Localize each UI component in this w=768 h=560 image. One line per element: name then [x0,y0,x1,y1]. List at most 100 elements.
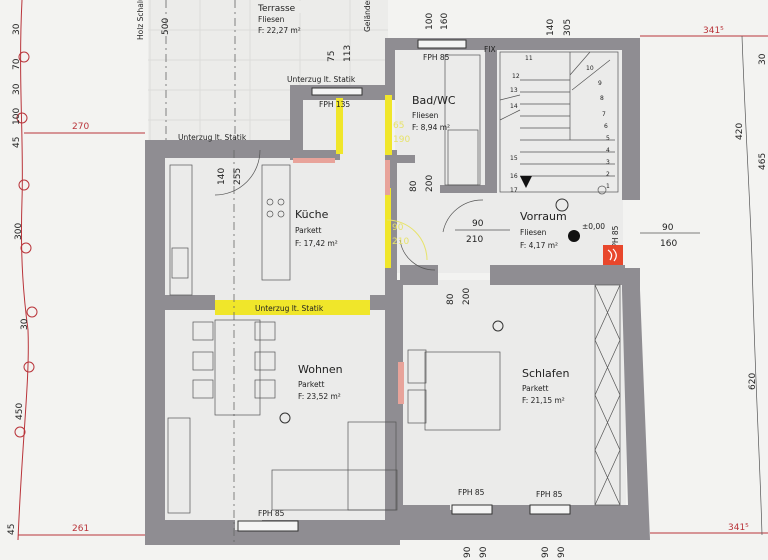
svg-text:13: 13 [510,87,518,94]
svg-text:6: 6 [604,123,608,130]
dim-right-upper: 420 [735,123,745,140]
railing-label: Geländer [363,0,372,32]
beam-bar [215,300,370,315]
svg-text:Fliesen: Fliesen [412,111,439,120]
svg-text:100: 100 [425,13,435,30]
room-living: Wohnen Parkett F: 23,52 m² [298,363,343,401]
svg-text:1: 1 [606,183,610,190]
windows [237,39,571,532]
ceiling-light-icons [279,198,569,424]
svg-text:17: 17 [510,187,518,194]
svg-text:90: 90 [541,546,551,558]
svg-text:80: 80 [409,180,419,192]
svg-text:255: 255 [233,168,243,185]
svg-text:90: 90 [479,546,489,558]
svg-text:140: 140 [546,19,556,36]
fire-extinguisher-icon [603,245,623,265]
svg-text:65: 65 [393,121,404,131]
svg-text:300: 300 [14,223,24,240]
room-hall: Vorraum Fliesen F: 4,17 m² [520,210,567,250]
svg-text:45: 45 [12,137,22,148]
svg-text:12: 12 [512,73,520,80]
svg-text:Bad/WC: Bad/WC [412,94,456,107]
svg-text:Wohnen: Wohnen [298,363,343,376]
svg-text:210: 210 [392,237,409,247]
terrace-name: Terrasse [257,4,296,14]
beam-label-3: Unterzug lt. Statik [255,304,324,313]
beam-label-2: Unterzug lt. Statik [287,75,356,84]
dim-right-top: 341⁵ [703,26,724,36]
dim-right-total: 465 [758,153,768,170]
svg-text:F: 21,15 m²: F: 21,15 m² [522,396,565,405]
dim-right-bottom: 341⁵ [728,523,749,533]
dim-right-lower: 620 [748,373,758,390]
svg-text:190: 190 [393,135,410,145]
svg-text:200: 200 [462,288,472,305]
svg-text:Küche: Küche [295,208,329,221]
dim-left-bottom: 261 [72,524,89,534]
svg-text:160: 160 [660,239,677,249]
svg-text:Schlafen: Schlafen [522,367,569,380]
svg-text:Parkett: Parkett [295,226,321,235]
svg-text:90: 90 [472,219,484,229]
svg-text:14: 14 [510,103,518,110]
svg-text:4: 4 [606,147,610,154]
svg-text:45: 45 [7,524,17,535]
svg-text:F: 23,52 m²: F: 23,52 m² [298,392,341,401]
svg-text:90: 90 [662,223,674,233]
terrace-area-label: F: 22,27 m² [258,26,301,35]
svg-text:5: 5 [606,135,610,142]
svg-text:80: 80 [446,293,456,305]
svg-text:F: 4,17 m²: F: 4,17 m² [520,241,558,250]
svg-text:11: 11 [525,55,533,62]
furniture [167,54,621,545]
terrace-floor: Fliesen [258,15,285,24]
svg-text:305: 305 [563,19,573,36]
svg-text:210: 210 [466,235,483,245]
bottom-dims: 90 90 90 90 [463,546,567,558]
svg-text:450: 450 [15,403,25,420]
dim-left-top: 270 [72,122,89,132]
svg-text:30: 30 [12,83,22,95]
svg-text:Fliesen: Fliesen [520,228,547,237]
svg-text:8: 8 [600,95,604,102]
fix-label: FIX [484,45,496,54]
level-marker-icon [568,230,580,242]
svg-text:75: 75 [327,51,337,62]
svg-text:113: 113 [343,45,353,62]
window-bedroom-2-label: FPH 85 [536,490,563,499]
svg-text:30: 30 [20,318,30,330]
dimension-line-left [17,0,29,541]
level-label: ±0,00 [582,222,605,231]
svg-text:Vorraum: Vorraum [520,210,567,223]
room-bedroom: Schlafen Parkett F: 21,15 m² [522,367,569,405]
svg-text:9: 9 [598,80,602,87]
svg-text:7: 7 [602,111,606,118]
room-kitchen: Küche Parkett F: 17,42 m² [295,208,338,248]
svg-text:90: 90 [557,546,567,558]
svg-text:200: 200 [425,175,435,192]
opening-dimensions: 65 190 140 255 80 200 90 210 90 210 90 1… [217,121,677,305]
dim-right-small: 30 [758,53,768,65]
window-hall-label: FPH 85 [611,225,620,252]
svg-text:Parkett: Parkett [522,384,548,393]
svg-text:90: 90 [392,223,404,233]
window-bath-label: FPH 85 [423,53,450,62]
svg-text:3: 3 [606,159,610,166]
window-living-label: FPH 85 [258,509,285,518]
svg-text:F: 17,42 m²: F: 17,42 m² [295,239,338,248]
svg-text:Parkett: Parkett [298,380,324,389]
stairs: 1 2 3 4 5 6 7 8 9 10 11 12 13 14 15 16 1… [499,51,619,195]
window-bedroom-1-label: FPH 85 [458,488,485,497]
axis-circles [14,51,38,438]
beam-label-1: Unterzug lt. Statik [178,133,247,142]
svg-text:2: 2 [606,171,610,178]
svg-text:30: 30 [12,23,22,35]
room-bath: Bad/WC Fliesen F: 8,94 m² [412,94,456,132]
window-135-label: FPH 135 [319,100,350,109]
svg-text:10: 10 [586,65,594,72]
svg-text:16: 16 [510,173,518,180]
svg-text:100: 100 [12,108,22,125]
svg-text:90: 90 [463,546,473,558]
